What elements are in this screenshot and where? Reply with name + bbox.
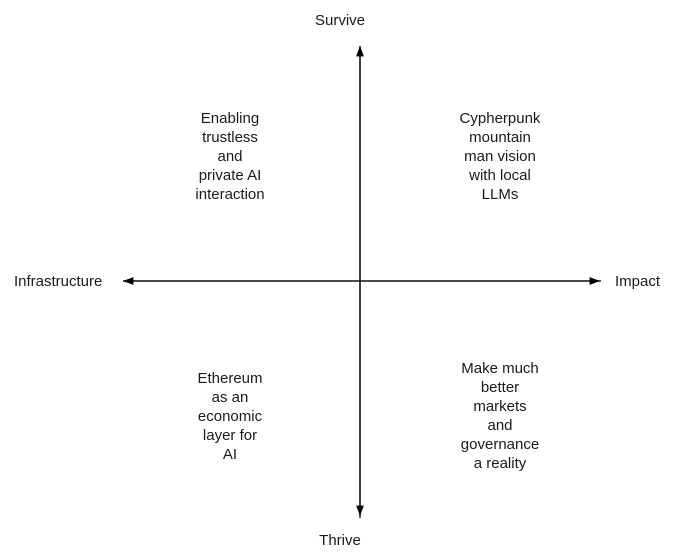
quadrant-label-top-left: Enabling trustless and private AI intera…	[195, 110, 265, 203]
quadrant-label-bottom-right: Make much better markets and governance …	[460, 360, 540, 472]
axis-label-infrastructure: Infrastructure	[14, 273, 103, 290]
quadrant-label-top-right: Cypherpunk mountain man vision with loca…	[459, 110, 541, 203]
quadrant-label-bottom-left: Ethereum as an economic layer for AI	[197, 370, 263, 463]
axis-label-survive: Survive	[314, 12, 366, 29]
axis-label-impact: Impact	[615, 273, 661, 290]
axis-label-thrive: Thrive	[319, 532, 361, 549]
